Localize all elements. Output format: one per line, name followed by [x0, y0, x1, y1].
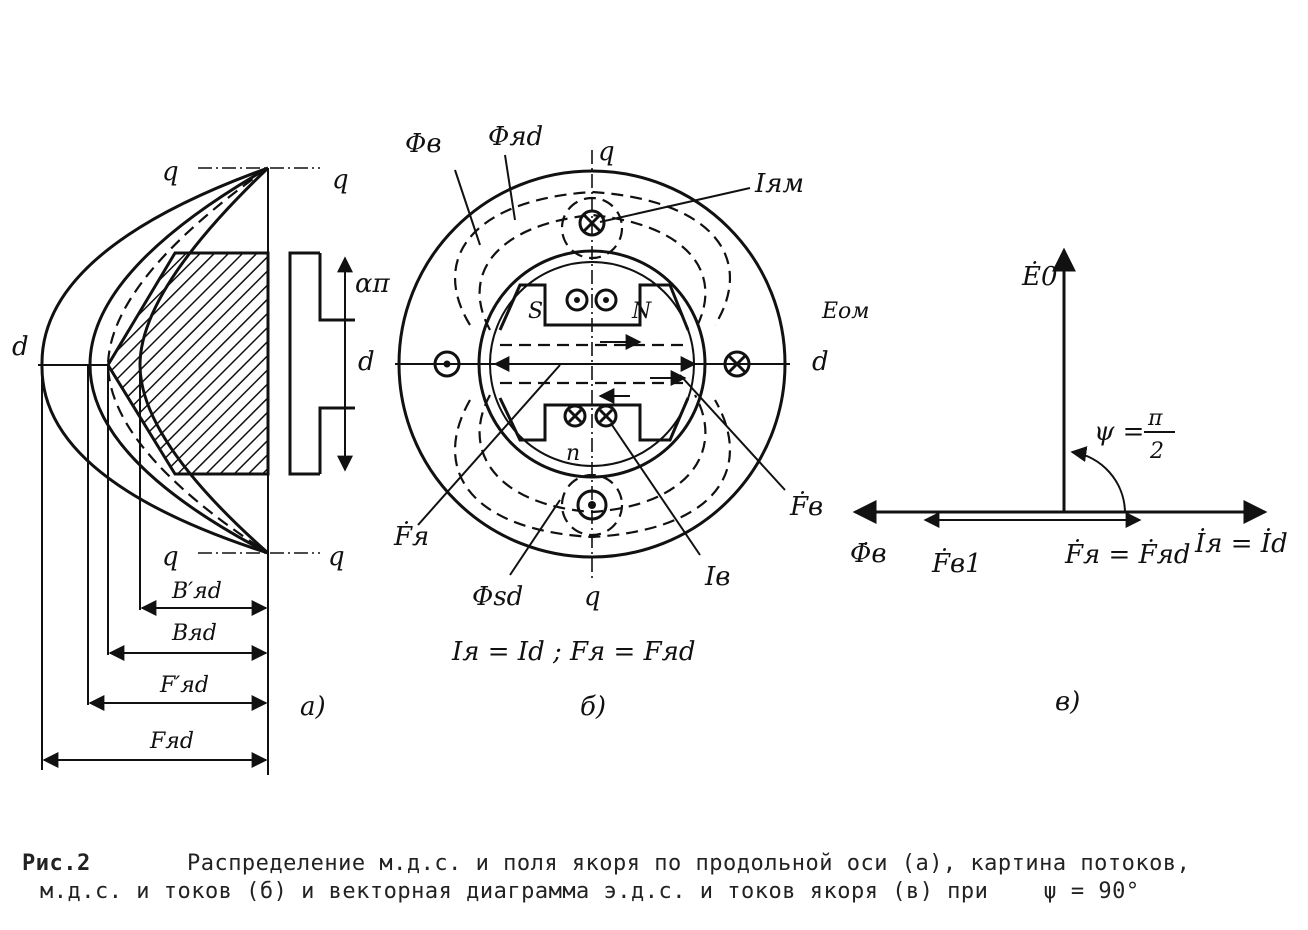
label-f-ya: Ḟя: [393, 521, 429, 552]
leakage-flux-top: [560, 196, 624, 260]
label-q-top-left: q: [162, 157, 179, 187]
conductor-dot-right-s: [594, 288, 618, 312]
caption-psi: ψ = 90°: [1043, 879, 1140, 904]
psi-angle-arc: [1070, 446, 1126, 513]
label-f-v: Ḟв: [789, 491, 823, 522]
label-d-left: d: [358, 347, 375, 377]
label-pole-n: N: [631, 299, 652, 324]
label-i-yam: Iям: [754, 169, 804, 199]
curve-f1-yad: [88, 166, 269, 555]
label-phi-v-c: Φ̇в: [850, 539, 886, 569]
flux-line-outer-bottom: [453, 399, 732, 539]
panel-c-label: в): [1055, 687, 1080, 717]
caption-text-1: Распределение м.д.с. и поля якоря по про…: [186, 851, 1191, 876]
figure-caption: Рис.2 Распределение м.д.с. и поля якоря …: [22, 850, 1292, 906]
label-alpha-pi: απ: [355, 269, 391, 299]
flux-line-inner-bottom: [478, 394, 707, 514]
label-phi-sd: Φsd: [472, 582, 523, 612]
panel-c: Ė0 ψ = π 2 Φ̇в Ḟв1 Ḟя = Ḟяd İя = İd в): [850, 247, 1288, 717]
label-f-v1: Ḟв1: [931, 548, 982, 579]
label-i-v: Iв: [704, 562, 730, 592]
conductor-cross-left: [563, 404, 587, 428]
leader-phi-sd: [509, 499, 561, 576]
label-q-top-right: q: [332, 165, 349, 195]
conductor-dot-left-stator: [433, 350, 461, 378]
label-psi-num: π: [1147, 406, 1163, 431]
flux-line-inner-top: [478, 213, 707, 331]
leader-phi-v: [454, 169, 481, 246]
label-pole-n-small: n: [566, 441, 580, 466]
label-psi-lhs: ψ =: [1094, 417, 1144, 447]
panel-b-label: б): [580, 692, 606, 722]
label-psi-den: 2: [1149, 439, 1164, 464]
label-phi-v: Φв: [405, 129, 441, 159]
label-d-right: d: [812, 347, 829, 377]
hatched-field-area: [106, 251, 270, 476]
caption-text-2: м.д.с. и токов (б) и векторная диаграмма…: [40, 879, 989, 904]
flux-line-outer-top: [453, 190, 732, 326]
panel-a: q q d απ q q B′яd Bяd F′яd Fяd а): [12, 157, 391, 775]
label-f1-yad: F′яd: [159, 673, 209, 698]
label-f-yad: Fяd: [149, 729, 194, 754]
conductor-cross-right: [594, 404, 618, 428]
caption-line-1: Рис.2 Распределение м.д.с. и поля якоря …: [22, 850, 1292, 878]
panel-a-label: а): [300, 692, 326, 722]
label-q-bottom-right: q: [328, 542, 345, 572]
label-q-top: q: [598, 137, 615, 167]
leader-i-yam: [599, 187, 751, 223]
label-e0: Ė0: [1021, 261, 1058, 292]
leakage-flux-bottom: [560, 473, 624, 537]
panel-b: Φв Φяd q Iям Eом d d S N n Ḟя Ḟв Φsd q I…: [358, 122, 870, 722]
formula-panel-b: Iя = Id ; Fя = Fяd: [451, 637, 695, 667]
leader-f-ya: [417, 364, 561, 526]
caption-line-2: м.д.с. и токов (б) и векторная диаграмма…: [22, 878, 1292, 906]
label-pole-s: S: [528, 299, 543, 324]
label-q-bottom: q: [584, 582, 601, 612]
label-e-om: Eом: [821, 299, 870, 324]
leader-phi-yad: [504, 154, 516, 221]
leader-i-v: [611, 424, 701, 556]
label-b1-yad: B′яd: [171, 579, 222, 604]
label-i-ya-eq: İя = İd: [1194, 528, 1288, 559]
label-d-left: d: [12, 332, 29, 362]
pole-shoe-top: [498, 283, 690, 331]
conductor-dot-left-s: [565, 288, 589, 312]
label-q-bottom-left: q: [162, 542, 179, 572]
pole-shoe-bottom: [498, 397, 690, 442]
label-b-yad: Bяd: [171, 621, 217, 646]
leader-f-v: [679, 374, 786, 491]
conductor-bottom-slot: [576, 489, 608, 521]
figure-number: Рис.2: [22, 851, 91, 876]
label-phi-yad: Φяd: [488, 122, 543, 152]
conductor-top-slot: [578, 209, 606, 237]
conductor-cross-right-stator: [723, 350, 751, 378]
label-f-ya-eq: Ḟя = Ḟяd: [1064, 539, 1190, 570]
